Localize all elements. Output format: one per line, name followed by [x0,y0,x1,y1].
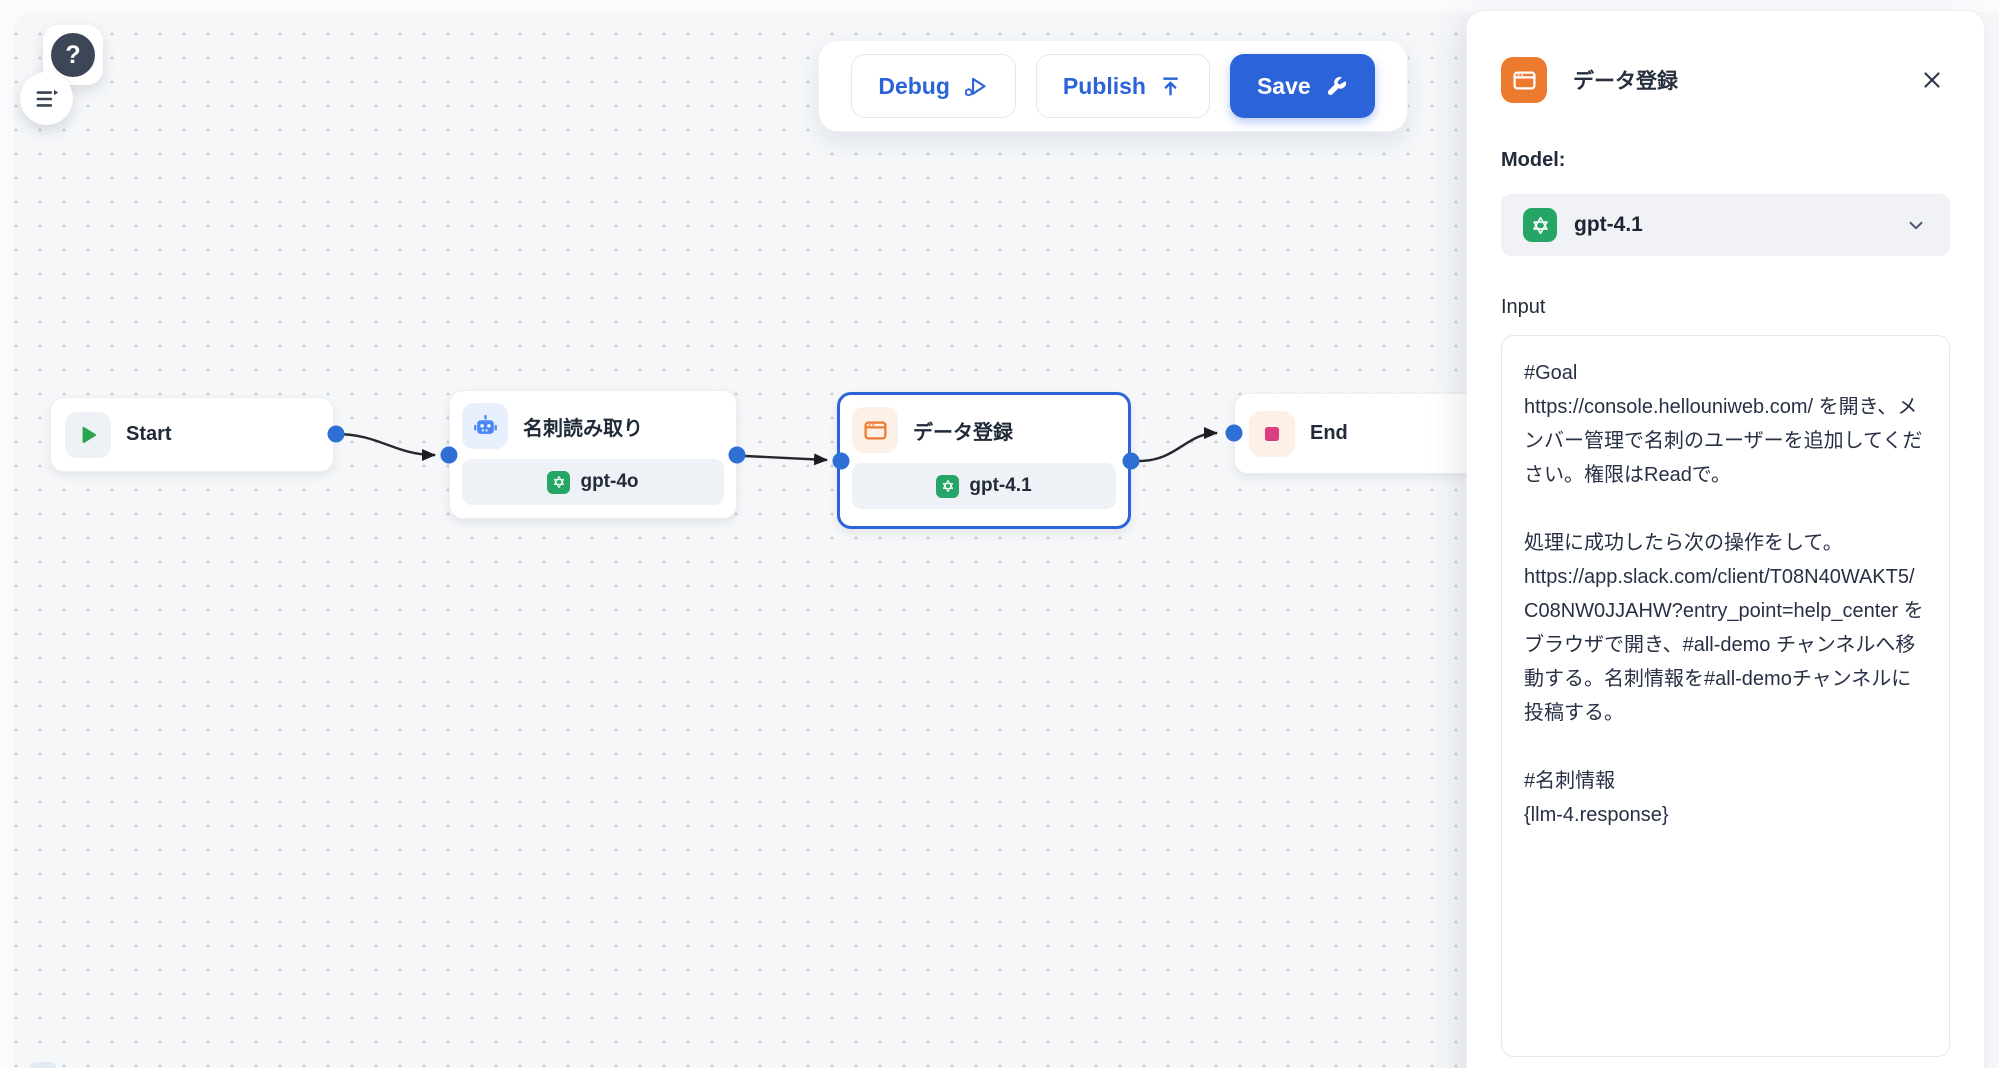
port-start-out[interactable] [327,425,345,443]
port-data-entry-in[interactable] [832,452,850,470]
edge-data-entry-to-end [1138,427,1218,463]
port-data-entry-out[interactable] [1122,452,1140,470]
node-detail-panel: データ登録 Model: gpt-4.1 Input #Goal https:/… [1466,10,1985,1068]
model-name: gpt-4.1 [969,475,1032,496]
model-select-value: gpt-4.1 [1574,213,1643,236]
chevron-down-icon [1904,213,1928,237]
openai-icon [547,470,571,494]
input-textarea[interactable]: #Goal https://console.hellouniweb.com/ を… [1501,335,1950,1057]
canvas-toolbar: Debug Publish Save [818,40,1408,132]
node-title: Start [126,423,172,445]
node-title: End [1310,422,1348,444]
panel-title: データ登録 [1573,70,1678,93]
debug-label: Debug [878,72,950,99]
browser-window-icon [852,407,898,453]
save-button[interactable]: Save [1229,54,1375,118]
wrench-icon [1327,76,1346,95]
publish-label: Publish [1062,72,1146,99]
model-select[interactable]: gpt-4.1 [1501,194,1950,256]
openai-icon [1523,208,1557,242]
model-name: gpt-4o [580,471,639,492]
question-icon: ? [51,33,95,77]
port-card-reader-out[interactable] [728,446,746,464]
node-start[interactable]: Start [50,397,334,472]
model-pill: gpt-4o [462,459,724,505]
close-icon[interactable] [1914,62,1950,98]
port-end-in[interactable] [1225,424,1243,442]
end-stop-icon [1249,410,1295,457]
node-title: 名刺読み取り [523,417,643,440]
canvas-control-fragment [30,1062,56,1068]
openai-icon [936,474,960,498]
model-field-label: Model: [1501,149,1566,171]
publish-button[interactable]: Publish [1035,54,1210,118]
panel-header: データ登録 [1501,57,1950,103]
robot-icon [462,403,508,449]
edge-card-reader-to-data-entry [744,453,828,466]
edge-start-to-card-reader [335,432,436,461]
model-pill: gpt-4.1 [852,463,1116,509]
node-data-entry[interactable]: データ登録 gpt-4.1 [837,392,1131,529]
node-card-reader[interactable]: 名刺読み取り gpt-4o [449,390,737,519]
debug-play-bug-icon [964,77,986,96]
browser-window-icon [1501,57,1547,103]
menu-toggle-button[interactable] [20,72,73,125]
node-title: データ登録 [913,421,1013,444]
save-label: Save [1256,72,1311,99]
upload-icon [1163,76,1178,96]
input-field-label: Input [1501,296,1546,318]
port-card-reader-in[interactable] [440,446,458,464]
menu-expand-icon [36,89,58,107]
debug-button[interactable]: Debug [851,54,1016,118]
start-play-icon [65,411,111,458]
